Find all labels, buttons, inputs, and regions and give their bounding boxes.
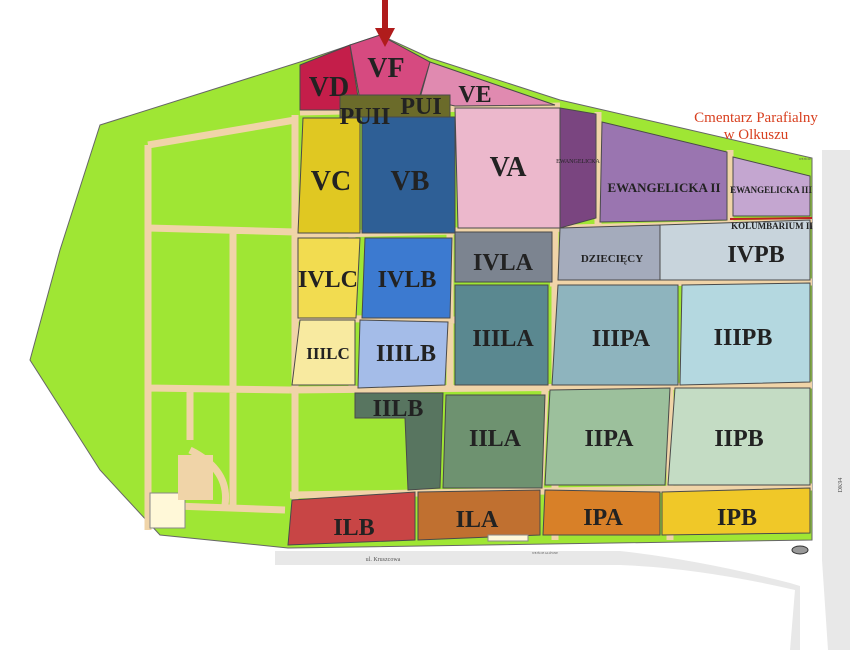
section-iipb[interactable] [667,387,811,486]
gate-label-bottom: WEJŚCIE GŁÓWNE [532,550,558,555]
label-puii: PUII [340,104,391,130]
label-ivlb: IVLB [378,267,437,293]
label-ipb: IPB [717,505,757,531]
label-iiilc: IIILC [306,344,349,363]
kolumbarium-line [729,217,813,220]
label-ewangelicka-ii: EWANGELICKA II [607,180,720,195]
section-ipa[interactable] [542,489,661,536]
label-vc: VC [311,166,351,197]
label-iila: IILA [469,426,522,452]
label-dzieciecy: DZIECIĘCY [581,253,643,265]
label-ewangelicka-iii: EWANGELICKA III [730,185,812,195]
section-iiila[interactable] [454,284,549,386]
label-vb: VB [391,166,430,197]
section-ila[interactable] [417,489,541,541]
label-iiila: IIILA [472,326,534,352]
section-ve[interactable] [419,61,556,107]
section-iiipa[interactable] [551,284,679,386]
section-ewangelicka-ii[interactable] [599,121,728,223]
label-va: VA [490,152,528,183]
label-iiipa: IIIPA [592,326,651,352]
label-iiipb: IIIPB [714,325,773,351]
section-iiipb[interactable] [679,282,811,386]
map-title-line1: Cmentarz Parafialny [694,110,818,126]
label-pui: PUI [400,94,441,120]
section-vc[interactable] [297,117,361,234]
label-ewangelicka: EWANGELICKA [556,159,600,165]
section-iiilb[interactable] [357,319,449,389]
label-kolumbarium-ii: KOLUMBARIUM II [731,221,813,231]
entrance-arrow-icon [375,0,395,47]
section-ewangelicka[interactable] [559,107,597,229]
label-vd: VD [309,72,349,103]
label-ipa: IPA [583,505,623,531]
street-label-bottom: ul. Kruszcowa [366,557,401,563]
section-ipb[interactable] [661,487,811,536]
label-iilb: IILB [373,396,424,422]
section-iilb[interactable] [354,392,444,491]
section-iiilc[interactable] [291,319,356,386]
label-ila: ILA [456,507,499,533]
label-iiilb: IIILB [376,341,436,367]
parking-icon [791,545,809,555]
label-ivla: IVLA [473,250,534,276]
section-iipa[interactable] [544,387,671,486]
label-vf: VF [367,53,404,84]
plaza [178,455,213,500]
section-ilb[interactable] [287,491,416,546]
label-ivlc: IVLC [298,267,358,293]
label-iipb: IIPB [714,426,763,452]
label-ilb: ILB [333,515,374,541]
map-title-line2: w Olkuszu [724,127,789,143]
street-label-right: DK94 [838,478,844,493]
label-ivpb: IVPB [727,242,784,268]
main-gate [487,534,529,542]
gate-label-top: WEJŚCIE [799,156,812,161]
section-ivlb[interactable] [361,237,453,319]
section-iila[interactable] [442,394,546,489]
section-ivlc[interactable] [297,237,361,319]
label-ve: VE [458,82,491,108]
section-ivla[interactable] [454,231,553,283]
label-iipa: IIPA [585,426,635,452]
section-ewangelicka-iii[interactable] [732,156,811,217]
section-ivpb[interactable] [659,219,811,281]
